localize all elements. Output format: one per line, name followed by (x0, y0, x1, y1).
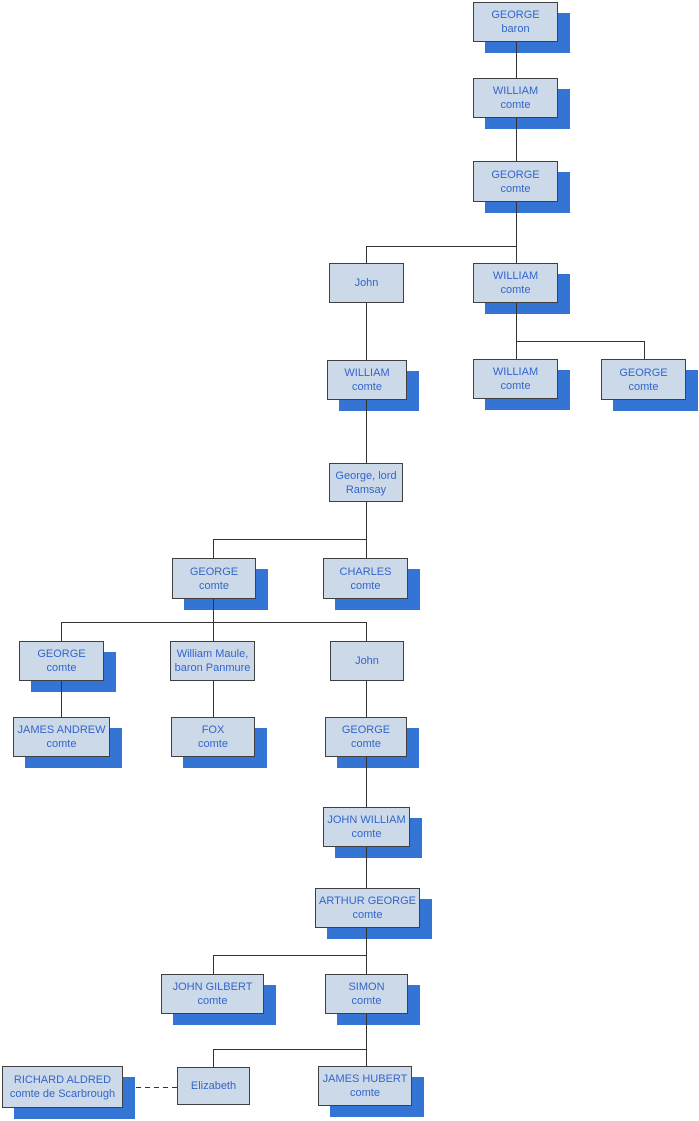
person-node-william-comte-1[interactable]: WILLIAM comte (473, 78, 558, 118)
person-label: comte (46, 738, 77, 750)
person-label: comte (500, 284, 531, 296)
connector-line (516, 303, 517, 359)
connector-line (516, 42, 517, 78)
person-node-richard-aldred-scarbrough[interactable]: RICHARD ALDRED comte de Scarbrough (2, 1066, 123, 1108)
person-node-james-hubert-comte[interactable]: JAMES HUBERT comte (318, 1066, 412, 1106)
person-label: WILLIAM (492, 270, 539, 282)
person-label: comte (351, 738, 381, 750)
person-label: GEORGE (491, 9, 540, 21)
person-label: baron Panmure (174, 662, 251, 674)
person-node-arthur-george-comte[interactable]: ARTHUR GEORGE comte (315, 888, 420, 928)
connector-line (366, 681, 367, 717)
connector-line (213, 1049, 367, 1050)
person-label: GEORGE (619, 366, 668, 379)
person-label: comte (628, 380, 659, 393)
person-label: ARTHUR GEORGE (319, 895, 416, 907)
person-node-george-baron[interactable]: GEORGE baron (473, 2, 558, 42)
person-label: baron (501, 23, 530, 35)
connector-line (644, 341, 645, 359)
connector-line (213, 599, 214, 641)
person-label: comte (351, 995, 382, 1007)
person-node-james-andrew-comte[interactable]: JAMES ANDREW comte (13, 717, 110, 757)
person-label: WILLIAM (344, 367, 390, 379)
connector-line (61, 622, 62, 641)
person-node-john-gilbert-comte[interactable]: JOHN GILBERT comte (161, 974, 264, 1014)
person-label: comte (352, 909, 383, 921)
person-label: JOHN GILBERT (172, 981, 253, 993)
person-node-william-comte-3[interactable]: WILLIAM comte (327, 360, 407, 400)
person-label: Elizabeth (190, 1080, 237, 1092)
person-label: JOHN WILLIAM (327, 814, 406, 826)
person-label: George, lord (335, 469, 397, 482)
person-label: FOX (201, 724, 225, 736)
person-label: CHARLES (339, 565, 392, 578)
connector-line (213, 681, 214, 717)
person-label: comte (351, 828, 382, 840)
connector-line (61, 622, 367, 623)
person-label: WILLIAM (492, 85, 539, 97)
person-label: comte (46, 662, 77, 674)
connector-line (366, 246, 367, 263)
connector-line (366, 246, 517, 247)
person-node-william-comte-4[interactable]: WILLIAM comte (473, 359, 558, 399)
person-label: GEORGE (341, 724, 391, 736)
person-node-elizabeth[interactable]: Elizabeth (177, 1067, 250, 1105)
person-label: comte de Scarbrough (9, 1088, 116, 1100)
person-label: comte (500, 380, 531, 392)
person-node-john-1[interactable]: John (329, 263, 404, 303)
connector-line (366, 303, 367, 360)
person-node-william-maule-baron-panmure[interactable]: William Maule, baron Panmure (170, 641, 255, 681)
connector-line (516, 118, 517, 161)
person-label: comte (199, 579, 229, 592)
person-label: RICHARD ALDRED (13, 1074, 112, 1086)
person-label: comte (350, 579, 381, 592)
person-label: WILLIAM (492, 366, 539, 378)
person-node-george-comte-4[interactable]: GEORGE comte (19, 641, 104, 681)
connector-line (61, 681, 62, 717)
person-label: comte (500, 182, 531, 195)
person-label: William Maule, (176, 648, 249, 660)
person-label: comte (198, 738, 228, 750)
connector-line (213, 955, 367, 956)
person-label: comte (352, 381, 382, 393)
marriage-connector-dashed-line (136, 1087, 177, 1088)
person-node-john-2[interactable]: John (330, 641, 404, 681)
connector-line (366, 928, 367, 974)
connector-line (213, 539, 214, 558)
person-node-fox-comte[interactable]: FOX comte (171, 717, 255, 757)
connector-line (366, 757, 367, 807)
connector-line (213, 955, 214, 974)
connector-line (366, 622, 367, 641)
connector-line (366, 1014, 367, 1066)
person-label: GEORGE (491, 168, 540, 181)
connector-line (366, 502, 367, 558)
connector-line (213, 1049, 214, 1067)
connector-line (516, 341, 645, 342)
person-label: comte (500, 99, 531, 111)
person-node-george-comte-5[interactable]: GEORGE comte (325, 717, 407, 757)
connector-line (366, 400, 367, 463)
person-label: GEORGE (189, 565, 239, 578)
person-label: GEORGE (37, 648, 86, 660)
person-label: JAMES HUBERT (322, 1073, 408, 1085)
connector-line (213, 539, 367, 540)
person-label: John (355, 655, 379, 667)
person-label: SIMON (348, 981, 385, 993)
person-node-john-william-comte[interactable]: JOHN WILLIAM comte (323, 807, 410, 847)
person-label: JAMES ANDREW (17, 724, 106, 736)
person-label: John (354, 277, 379, 289)
person-label: comte (197, 995, 228, 1007)
person-label: comte (350, 1087, 380, 1099)
person-node-william-comte-2[interactable]: WILLIAM comte (473, 263, 558, 303)
person-label: Ramsay (345, 483, 387, 496)
connector-line (516, 202, 517, 263)
connector-line (366, 847, 367, 888)
person-node-simon-comte[interactable]: SIMON comte (325, 974, 408, 1014)
